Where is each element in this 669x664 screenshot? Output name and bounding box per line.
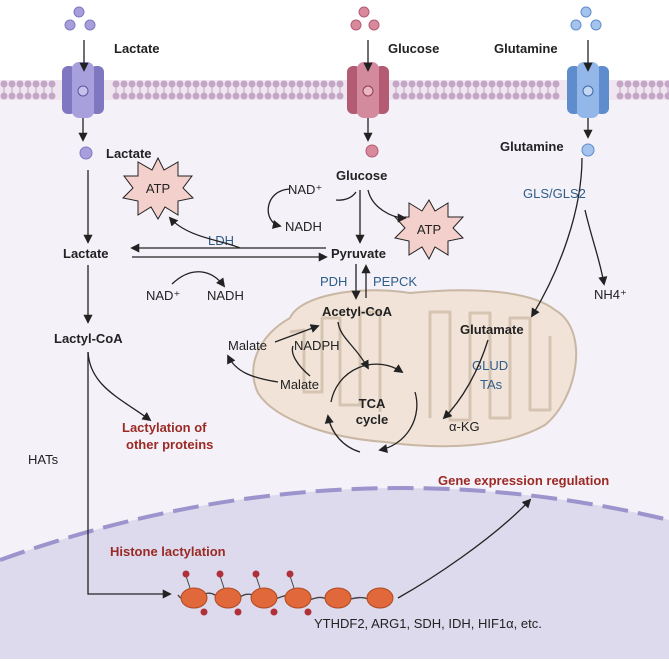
- label-hats: HATs: [28, 452, 59, 467]
- lactyl-mark: [183, 571, 190, 578]
- label-tas: TAs: [480, 377, 503, 392]
- label-akg: α-KG: [449, 419, 480, 434]
- lactyl-mark: [253, 571, 260, 578]
- outcome-other-proteins-line1: Lactylation of: [122, 420, 207, 435]
- label-nh4: NH4⁺: [594, 287, 627, 302]
- nucleosome: [325, 588, 351, 608]
- label-glutamine-out: Glutamine: [494, 41, 558, 56]
- glucose-transporter: [347, 62, 389, 118]
- label-lactate: Lactate: [63, 246, 109, 261]
- label-lactate-out: Lactate: [114, 41, 160, 56]
- label-nadh-bottom: NADH: [207, 288, 244, 303]
- label-nad-bottom: NAD⁺: [146, 288, 180, 303]
- label-pyruvate: Pyruvate: [331, 246, 386, 261]
- lactate-transporter: [62, 62, 104, 118]
- label-glucose-in: Glucose: [336, 168, 387, 183]
- label-gls: GLS/GLS2: [523, 186, 586, 201]
- outcome-gene-expression: Gene expression regulation: [438, 473, 609, 488]
- lactyl-mark: [271, 609, 278, 616]
- outcome-other-proteins-line2: other proteins: [126, 437, 213, 452]
- nucleosome: [215, 588, 241, 608]
- label-acetyl-coa: Acetyl-CoA: [322, 304, 393, 319]
- nucleosome: [367, 588, 393, 608]
- label-malate-mito: Malate: [280, 377, 319, 392]
- glutamine-molecule-in: [582, 144, 594, 156]
- label-malate-cyto: Malate: [228, 338, 267, 353]
- tca-label-line2: cycle: [356, 412, 389, 427]
- atp-label-left: ATP: [146, 181, 170, 196]
- atp-label-right: ATP: [417, 222, 441, 237]
- label-nad-top: NAD⁺: [288, 182, 322, 197]
- lactyl-mark: [201, 609, 208, 616]
- label-nadph: NADPH: [294, 338, 340, 353]
- glucose-molecule-in: [366, 145, 378, 157]
- lactyl-mark: [217, 571, 224, 578]
- nucleosome: [285, 588, 311, 608]
- label-nadh-top: NADH: [285, 219, 322, 234]
- glutamine-transporter: [567, 62, 609, 118]
- outcome-histone-lactylation: Histone lactylation: [110, 544, 226, 559]
- lactyl-mark: [235, 609, 242, 616]
- lactyl-mark: [287, 571, 294, 578]
- nucleosome: [251, 588, 277, 608]
- label-pdh: PDH: [320, 274, 347, 289]
- label-glutamate: Glutamate: [460, 322, 524, 337]
- nucleosome: [181, 588, 207, 608]
- lactyl-mark: [305, 609, 312, 616]
- label-pepck: PEPCK: [373, 274, 417, 289]
- label-ldh: LDH: [208, 233, 234, 248]
- outcome-target-genes: YTHDF2, ARG1, SDH, IDH, HIF1α, etc.: [314, 616, 542, 631]
- tca-label-line1: TCA: [359, 396, 386, 411]
- label-glutamine-in: Glutamine: [500, 139, 564, 154]
- lactate-molecule-in: [80, 147, 92, 159]
- label-glucose-out: Glucose: [388, 41, 439, 56]
- label-lactyl-coa: Lactyl-CoA: [54, 331, 123, 346]
- label-glud: GLUD: [472, 358, 508, 373]
- label-lactate-in: Lactate: [106, 146, 152, 161]
